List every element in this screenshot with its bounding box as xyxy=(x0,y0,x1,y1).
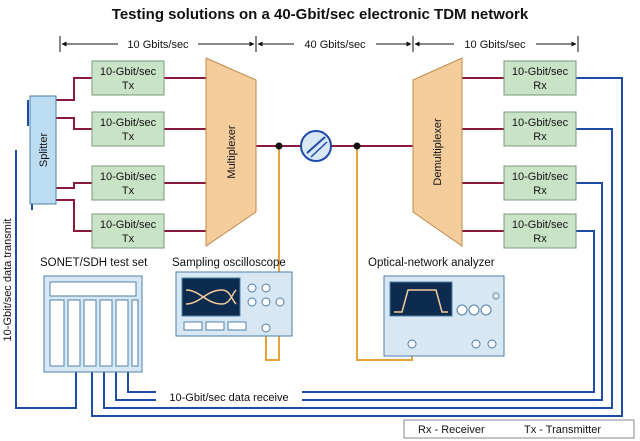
tx-box-2: 10-Gbit/sec Tx xyxy=(91,111,165,147)
tx-label-type: Tx xyxy=(122,233,135,245)
eye-diagram xyxy=(185,289,237,305)
spectrum-trace xyxy=(394,289,448,313)
scope-label: Sampling oscilloscope xyxy=(172,257,286,269)
splitter-label: Splitter xyxy=(38,133,50,168)
tx-label-rate: 10-Gbit/sec xyxy=(100,66,157,78)
rx-label-rate: 10-Gbit/sec xyxy=(512,171,569,183)
tx-label-rate: 10-Gbit/sec xyxy=(100,219,157,231)
rate-right-label: 10 Gbits/sec xyxy=(464,39,526,51)
legend-box: Rx - Receiver Tx - Transmitter xyxy=(403,419,635,439)
junction-dot-right xyxy=(353,142,361,150)
legend-rx: Rx - Receiver xyxy=(418,424,485,436)
multiplexer-label: Multiplexer xyxy=(226,125,238,179)
sampling-oscilloscope xyxy=(175,271,293,337)
rx-label-type: Rx xyxy=(533,131,547,143)
tx-box-3: 10-Gbit/sec Tx xyxy=(91,165,165,201)
tx-box-4: 10-Gbit/sec Tx xyxy=(91,213,165,249)
tx-box-1: 10-Gbit/sec Tx xyxy=(91,60,165,96)
data-transmit-label: 10-Gbit/sec data transmit xyxy=(2,219,14,342)
ona-label: Optical-network analyzer xyxy=(368,257,495,269)
sonet-test-set xyxy=(43,275,143,373)
multiplexer-shape xyxy=(205,57,257,247)
optical-network-analyzer xyxy=(383,275,505,357)
data-receive-label: 10-Gbit/sec data receive xyxy=(169,392,288,404)
rx-box-1: 10-Gbit/sec Rx xyxy=(503,60,577,96)
data-receive-label-bg xyxy=(156,390,302,404)
demultiplexer-shape xyxy=(412,57,463,247)
diagram-title: Testing solutions on a 40-Gbit/sec elect… xyxy=(112,6,529,23)
red-signal-lines xyxy=(56,77,504,232)
tx-label-rate: 10-Gbit/sec xyxy=(100,171,157,183)
blue-signal-lines xyxy=(15,77,623,417)
splitter-box xyxy=(29,95,57,205)
sonet-label: SONET/SDH test set xyxy=(40,257,148,269)
rx-label-type: Rx xyxy=(533,80,547,92)
optical-fiber-symbol xyxy=(300,130,332,162)
rx-label-rate: 10-Gbit/sec xyxy=(512,219,569,231)
legend-tx: Tx - Transmitter xyxy=(524,424,601,436)
rate-left-label: 10 Gbits/sec xyxy=(127,39,189,51)
demultiplexer-label: Demultiplexer xyxy=(432,118,444,186)
rx-box-2: 10-Gbit/sec Rx xyxy=(503,111,577,147)
tx-label-type: Tx xyxy=(122,185,135,197)
rx-box-4: 10-Gbit/sec Rx xyxy=(503,213,577,249)
rate-middle-label: 40 Gbits/sec xyxy=(304,39,366,51)
tx-label-rate: 10-Gbit/sec xyxy=(100,117,157,129)
tx-label-type: Tx xyxy=(122,131,135,143)
rx-label-rate: 10-Gbit/sec xyxy=(512,117,569,129)
tx-label-type: Tx xyxy=(122,80,135,92)
junction-dot-left xyxy=(275,142,283,150)
rx-box-3: 10-Gbit/sec Rx xyxy=(503,165,577,201)
rx-label-rate: 10-Gbit/sec xyxy=(512,66,569,78)
rx-label-type: Rx xyxy=(533,185,547,197)
rx-label-type: Rx xyxy=(533,233,547,245)
rate-dimension-lines xyxy=(59,36,579,52)
